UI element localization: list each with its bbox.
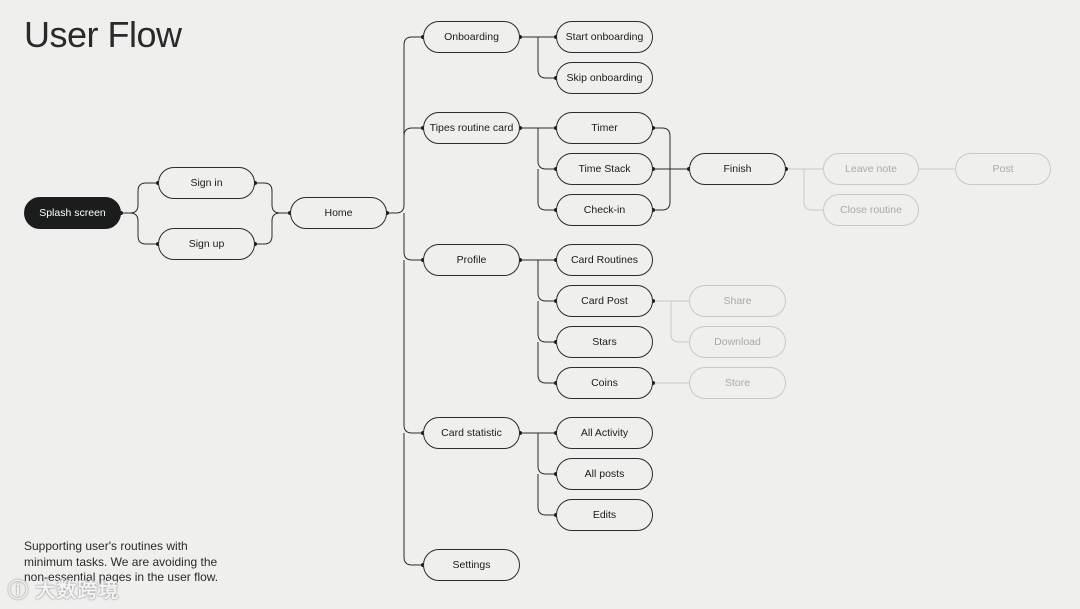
node-coins[interactable]: Coins [556, 367, 653, 399]
node-card-statistic[interactable]: Card statistic [423, 417, 520, 449]
node-profile[interactable]: Profile [423, 244, 520, 276]
node-leave-note: Leave note [823, 153, 919, 185]
page-title: User Flow [24, 14, 182, 55]
node-settings[interactable]: Settings [423, 549, 520, 581]
node-card-post[interactable]: Card Post [556, 285, 653, 317]
node-timer[interactable]: Timer [556, 112, 653, 144]
node-share: Share [689, 285, 786, 317]
node-sign-in[interactable]: Sign in [158, 167, 255, 199]
node-post: Post [955, 153, 1051, 185]
node-home[interactable]: Home [290, 197, 387, 229]
node-check-in[interactable]: Check-in [556, 194, 653, 226]
node-card-routines[interactable]: Card Routines [556, 244, 653, 276]
node-start-onboarding[interactable]: Start onboarding [556, 21, 653, 53]
node-download: Download [689, 326, 786, 358]
node-skip-onboarding[interactable]: Skip onboarding [556, 62, 653, 94]
description-note: Supporting user's routines with minimum … [24, 539, 219, 584]
node-time-stack[interactable]: Time Stack [556, 153, 653, 185]
node-edits[interactable]: Edits [556, 499, 653, 531]
node-finish[interactable]: Finish [689, 153, 786, 185]
node-all-activity[interactable]: All Activity [556, 417, 653, 449]
node-all-posts[interactable]: All posts [556, 458, 653, 490]
node-stars[interactable]: Stars [556, 326, 653, 358]
node-splash-screen[interactable]: Splash screen [24, 197, 121, 229]
node-store: Store [689, 367, 786, 399]
watermark: ⓘ 大数跨境 [8, 580, 120, 602]
node-onboarding[interactable]: Onboarding [423, 21, 520, 53]
node-tipes-routine-card[interactable]: Tipes routine card [423, 112, 520, 144]
node-close-routine: Close routine [823, 194, 919, 226]
node-sign-up[interactable]: Sign up [158, 228, 255, 260]
